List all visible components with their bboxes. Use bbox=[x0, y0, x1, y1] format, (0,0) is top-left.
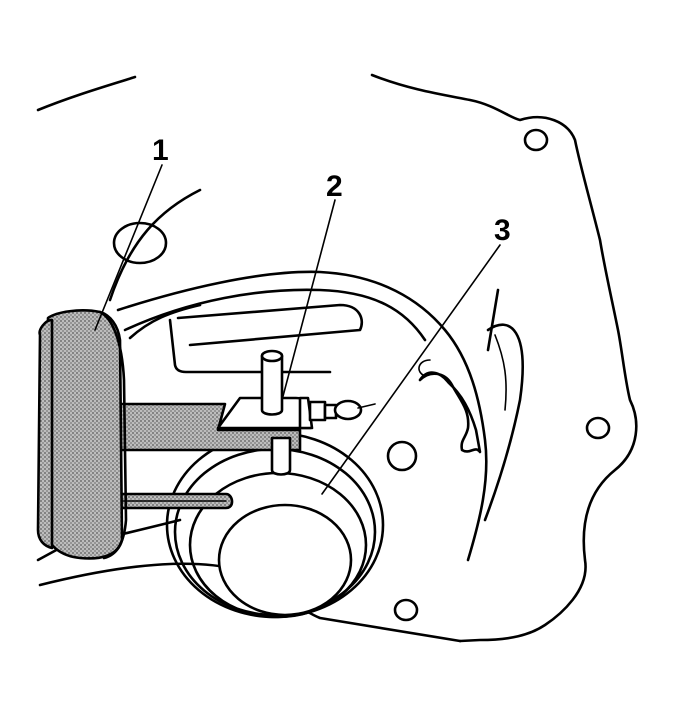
leader-lines bbox=[94, 164, 501, 495]
bolt-hole bbox=[112, 221, 168, 265]
bore-center bbox=[217, 503, 353, 617]
casting-detail bbox=[418, 359, 482, 454]
bolt-hole bbox=[523, 128, 549, 152]
tool-fixture bbox=[216, 349, 376, 476]
housing-flange-disk bbox=[36, 309, 128, 560]
bolt-hole bbox=[386, 440, 418, 472]
leader-line-3 bbox=[321, 244, 501, 495]
bolt-hole bbox=[393, 598, 419, 622]
callout-3: 3 bbox=[494, 214, 511, 247]
leader-line-1 bbox=[94, 164, 163, 331]
callout-2: 2 bbox=[326, 170, 343, 203]
housing-flange bbox=[36, 73, 638, 643]
callout-labels: 1 2 3 bbox=[152, 134, 511, 247]
bolt-hole bbox=[585, 416, 611, 440]
leader-line-2 bbox=[281, 199, 336, 401]
flange-bolt-holes bbox=[112, 128, 611, 622]
callout-1: 1 bbox=[152, 134, 169, 167]
